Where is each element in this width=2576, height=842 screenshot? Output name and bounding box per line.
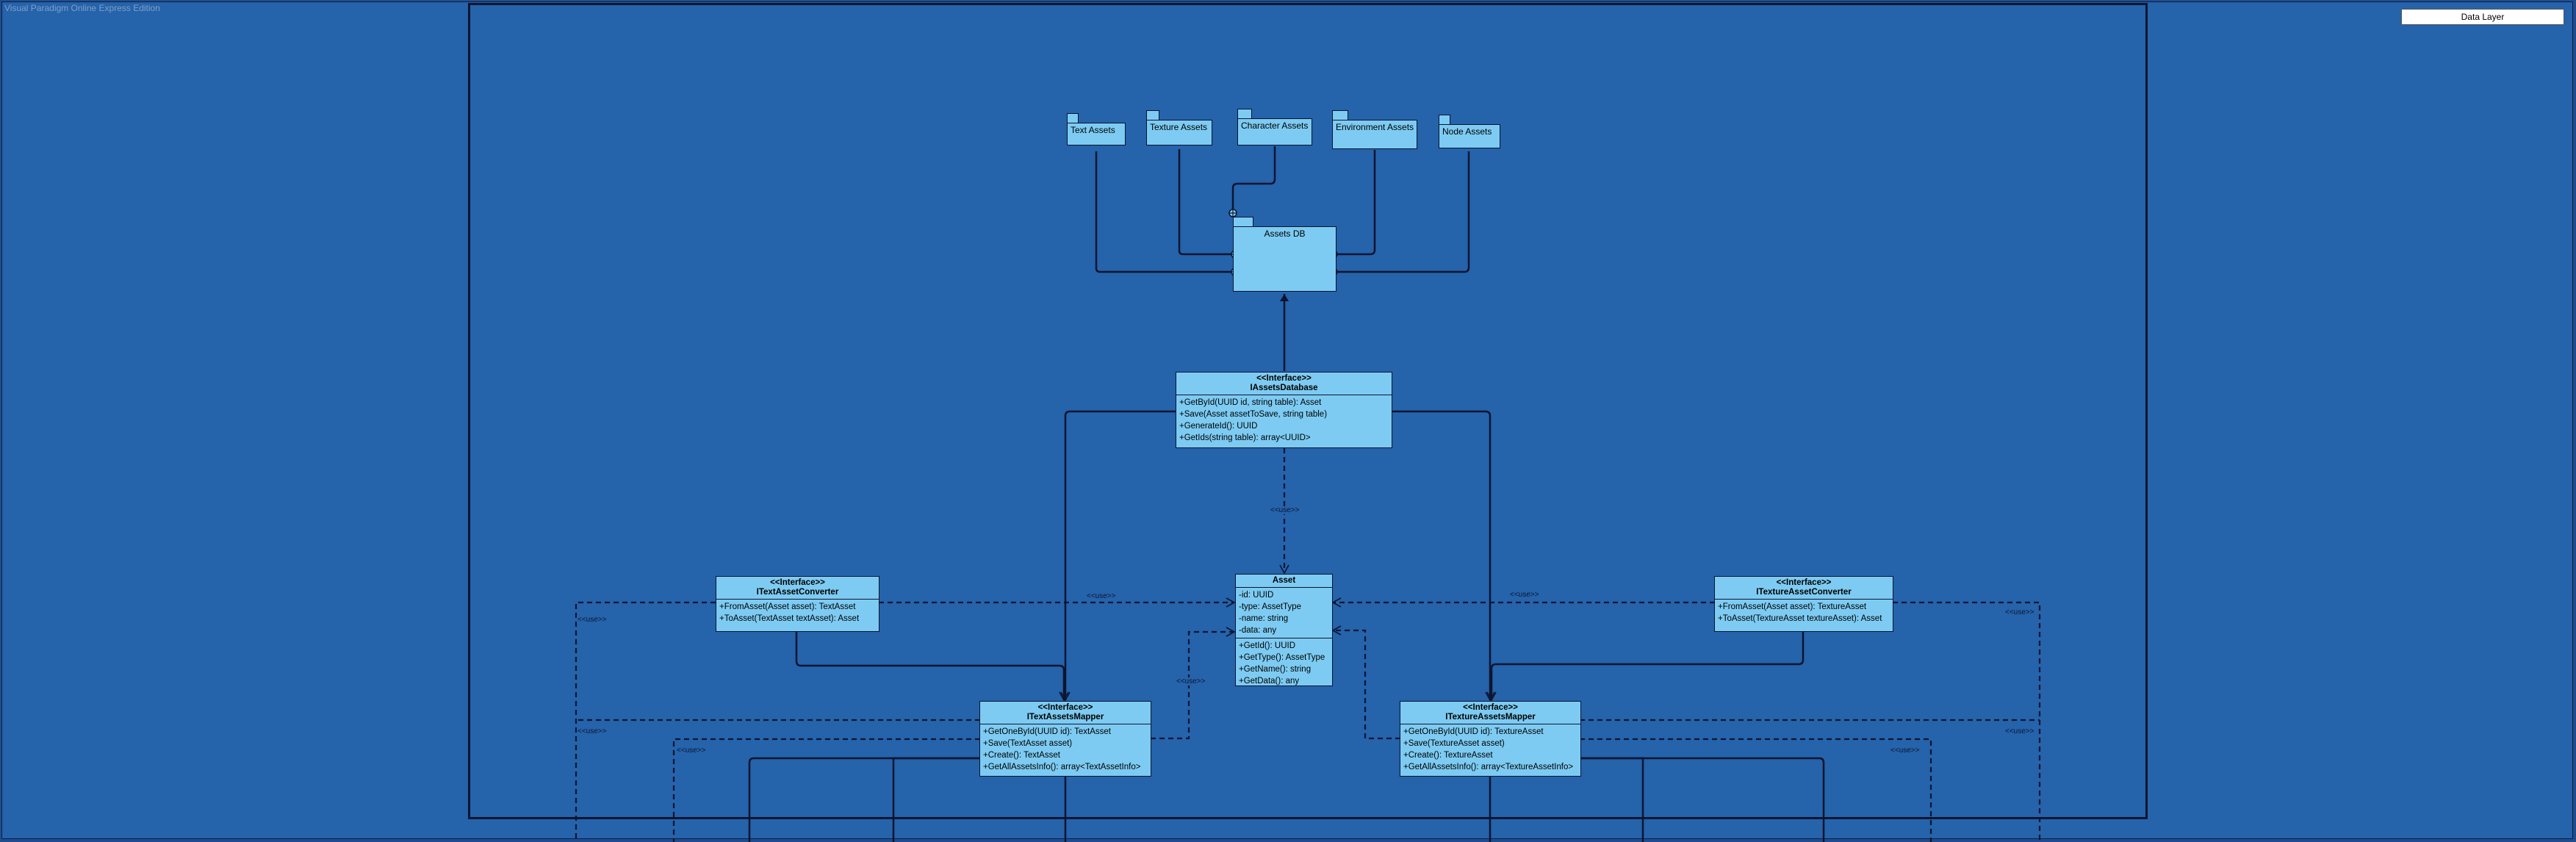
class-operation: +GetById(UUID id, string table): Asset — [1179, 398, 1322, 407]
link-text-assets — [1095, 151, 1231, 273]
class-operation: +FromAsset(Asset asset): TextureAsset — [1718, 602, 1867, 611]
class-stereotype: <<Interface>> — [1037, 703, 1093, 712]
link-text-converter-to-mapper — [795, 632, 1069, 702]
class-operation: +GetAllAssetsInfo(): array<TextAssetInfo… — [983, 763, 1141, 771]
class-operation: +Save(TextureAsset asset) — [1403, 739, 1505, 748]
dep-texture-mapper-right-down-b — [1580, 738, 1932, 842]
data-layer-frame[interactable] — [468, 3, 2148, 819]
class-operation: +GetOneById(UUID id): TextureAsset — [1403, 727, 1544, 736]
class-operation: +Save(TextAsset asset) — [983, 739, 1073, 748]
dep-text-mapper-left-down-b — [672, 738, 980, 842]
class-name: IAssetsDatabase — [1250, 384, 1318, 392]
class-operation: +GetAllAssetsInfo(): array<TextureAssetI… — [1403, 763, 1574, 771]
package-label: Character Assets — [1237, 118, 1312, 145]
package-node-assets[interactable]: Node Assets — [1439, 115, 1500, 148]
link-texture-mapper-down-a — [1580, 757, 1825, 842]
use-label: <<use>> — [1176, 677, 1206, 686]
class-itext-asset-converter[interactable]: <<Interface>> ITextAssetConverter +FromA… — [716, 576, 879, 632]
class-itexture-asset-converter[interactable]: <<Interface>> ITextureAssetConverter +Fr… — [1714, 576, 1893, 632]
class-stereotype: <<Interface>> — [770, 578, 825, 587]
class-operation: +GetData(): any — [1239, 677, 1300, 686]
use-label: <<use>> — [577, 616, 608, 624]
class-operation: +GenerateId(): UUID — [1179, 422, 1258, 431]
class-name: ITextAssetConverter — [756, 588, 839, 597]
class-attribute: -id: UUID — [1239, 591, 1274, 600]
link-database-to-text-mapper — [1060, 410, 1176, 702]
class-itexture-assets-mapper[interactable]: <<Interface>> ITextureAssetsMapper +GetO… — [1400, 701, 1581, 777]
link-texture-converter-to-mapper — [1486, 632, 1805, 702]
class-operation: +ToAsset(TextureAsset textureAsset): Ass… — [1718, 614, 1882, 623]
dep-text-converter-left-down — [575, 601, 716, 842]
use-label: <<use>> — [1890, 746, 1921, 755]
class-asset[interactable]: Asset -id: UUID -type: AssetType -name: … — [1235, 574, 1333, 686]
use-label: <<use>> — [676, 746, 707, 755]
class-operation: +GetOneById(UUID id): TextAsset — [983, 727, 1111, 736]
class-attribute: -type: AssetType — [1239, 602, 1302, 611]
class-name: Asset — [1272, 576, 1296, 585]
class-attribute: -data: any — [1239, 626, 1277, 635]
link-texture-mapper-down-b — [1580, 757, 1644, 842]
class-operation: +Create(): TextureAsset — [1403, 751, 1493, 760]
class-stereotype: <<Interface>> — [1463, 703, 1518, 712]
class-name: ITextureAssetConverter — [1756, 588, 1852, 597]
link-text-mapper-down-a — [748, 757, 980, 842]
package-environment-assets[interactable]: Environment Assets — [1332, 110, 1417, 149]
package-character-assets[interactable]: Character Assets — [1237, 109, 1312, 145]
use-label: <<use>> — [2004, 727, 2035, 735]
watermark: Visual Paradigm Online Express Edition — [4, 3, 160, 13]
class-operation: +GetName(): string — [1239, 665, 1312, 674]
use-label: <<use>> — [1086, 592, 1117, 600]
package-label: Text Assets — [1067, 123, 1126, 145]
package-assets-db[interactable]: Assets DB — [1233, 217, 1336, 292]
package-label: Node Assets — [1439, 124, 1500, 148]
link-text-mapper-down-b — [892, 757, 980, 842]
class-itext-assets-mapper[interactable]: <<Interface>> ITextAssetsMapper +GetOneB… — [979, 701, 1151, 777]
link-environment-assets — [1336, 150, 1376, 256]
class-iassets-database[interactable]: <<Interface>> IAssetsDatabase +GetById(U… — [1176, 372, 1392, 448]
class-stereotype: <<Interface>> — [1256, 374, 1312, 383]
class-attribute: -name: string — [1239, 614, 1289, 623]
class-name: ITextureAssetsMapper — [1445, 713, 1536, 722]
package-label: Environment Assets — [1332, 120, 1417, 149]
class-operation: +GetId(): UUID — [1239, 641, 1296, 650]
link-node-assets — [1336, 151, 1470, 273]
use-label: <<use>> — [1270, 506, 1300, 514]
use-label: <<use>> — [1509, 591, 1540, 599]
link-database-to-texture-mapper — [1392, 410, 1495, 702]
package-label: Assets DB — [1233, 226, 1336, 292]
dep-texture-converter-right-down — [1893, 601, 2041, 842]
data-layer-label[interactable]: Data Layer — [2401, 9, 2564, 25]
package-text-assets[interactable]: Text Assets — [1067, 113, 1126, 145]
class-operation: +GetIds(string table): array<UUID> — [1179, 433, 1311, 442]
class-operation: +FromAsset(Asset asset): TextAsset — [719, 602, 856, 611]
class-operation: +Create(): TextAsset — [983, 751, 1060, 760]
link-texture-assets — [1178, 149, 1231, 256]
dep-texture-mapper-to-asset — [1331, 625, 1400, 740]
use-label: <<use>> — [2004, 608, 2035, 616]
link-character-assets — [1231, 146, 1276, 209]
class-name: ITextAssetsMapper — [1026, 713, 1104, 722]
package-texture-assets[interactable]: Texture Assets — [1146, 110, 1212, 145]
use-label: <<use>> — [577, 727, 608, 735]
class-operation: +GetType(): AssetType — [1239, 653, 1325, 662]
package-label: Texture Assets — [1146, 120, 1212, 145]
class-operation: +ToAsset(TextAsset textAsset): Asset — [719, 614, 860, 623]
class-stereotype: <<Interface>> — [1776, 578, 1832, 587]
class-operation: +Save(Asset assetToSave, string table) — [1179, 410, 1328, 419]
